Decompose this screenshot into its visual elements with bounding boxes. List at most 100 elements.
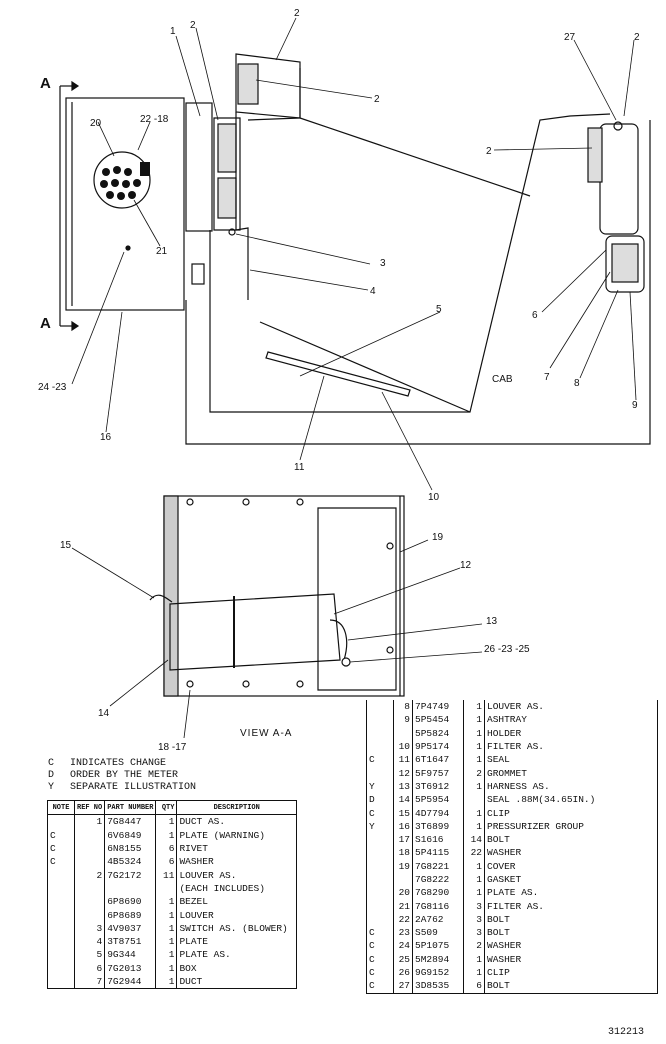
cell-part: 4B5324 xyxy=(104,855,157,869)
cell-part: 7G2944 xyxy=(104,974,157,990)
callout-22-18: 22 -18 xyxy=(140,114,169,125)
cell-part: 4V9037 xyxy=(104,921,157,935)
cell-desc: WASHER xyxy=(176,855,297,869)
header-qty: QTY xyxy=(155,799,178,816)
cell-note xyxy=(47,908,75,922)
cell-qty: 1 xyxy=(155,921,178,935)
callout-4: 4 xyxy=(370,286,376,297)
cell-part: 9P5174 xyxy=(412,739,464,754)
cell-note xyxy=(47,814,75,829)
cell-desc: FILTER AS. xyxy=(484,739,658,754)
header-description: DESCRIPTION xyxy=(176,799,297,816)
cell-desc: CLIP xyxy=(484,806,658,820)
cell-desc: BEZEL xyxy=(176,895,297,909)
cell-ref: 19 xyxy=(393,859,413,873)
cell-note: C xyxy=(47,828,75,842)
view-caption: VIEW A-A xyxy=(240,728,292,739)
view-aa-housing xyxy=(163,495,405,697)
cell-desc: BOLT xyxy=(484,979,658,994)
callout-18-17: 18 -17 xyxy=(158,742,187,753)
cell-desc: LOUVER xyxy=(176,908,297,922)
cell-desc: ASHTRAY xyxy=(484,713,658,727)
cell-part: 6P8689 xyxy=(104,908,157,922)
cell-part: 3T6899 xyxy=(412,819,464,833)
cell-desc: RIVET xyxy=(176,841,297,856)
cell-part: 5F9757 xyxy=(412,766,464,780)
cell-desc: FILTER AS. xyxy=(484,899,658,913)
cell-qty: 1 xyxy=(155,814,178,829)
cell-desc: PLATE AS. xyxy=(484,886,658,900)
cell-part: 6T1647 xyxy=(412,753,464,767)
callout-27: 27 xyxy=(564,32,576,43)
callout-15: 15 xyxy=(60,540,72,551)
cell-part: 9G9152 xyxy=(412,965,464,980)
cell-qty: 1 xyxy=(155,934,178,949)
cell-ref: 26 xyxy=(393,965,413,980)
callout-8: 8 xyxy=(574,378,580,389)
cell-part: 7G2172 xyxy=(104,868,157,882)
cell-note xyxy=(47,961,75,975)
cell-ref: 2 xyxy=(73,868,106,882)
cell-part: 9G344 xyxy=(104,948,157,962)
cell-qty: 1 xyxy=(463,739,485,754)
cell-part: 6N8155 xyxy=(104,841,157,856)
cell-qty: 1 xyxy=(463,726,485,740)
callout-11: 11 xyxy=(294,462,305,473)
cell-ref xyxy=(73,895,106,909)
cell-part: 2A762 xyxy=(412,912,464,927)
section-marker-bottom: A xyxy=(40,315,51,332)
cell-qty: 1 xyxy=(463,779,485,794)
cell-qty: 6 xyxy=(155,841,178,856)
cell-qty: 11 xyxy=(155,868,178,882)
cell-desc: WASHER xyxy=(484,939,658,953)
cell-desc: WASHER xyxy=(484,952,658,966)
cell-ref: 4 xyxy=(73,934,106,949)
cell-part: 5P5954 xyxy=(412,793,464,807)
cell-qty: 1 xyxy=(155,908,178,922)
cell-part: 4D7794 xyxy=(412,806,464,820)
cell-part: 5M2894 xyxy=(412,952,464,966)
cell-note xyxy=(366,899,394,913)
cell-part: 7G8222 xyxy=(412,872,464,887)
cell-desc: (EACH INCLUDES) xyxy=(176,881,297,896)
cell-qty: 3 xyxy=(463,926,485,940)
callout-14: 14 xyxy=(98,708,110,719)
cell-qty: 22 xyxy=(463,846,485,860)
cell-ref: 24 xyxy=(393,939,413,953)
cell-note: C xyxy=(366,952,394,966)
callout-13: 13 xyxy=(486,616,498,627)
cell-ref: 20 xyxy=(393,886,413,900)
cell-desc: GROMMET xyxy=(484,766,658,780)
cell-ref: 11 xyxy=(393,753,413,767)
cell-desc: SEAL xyxy=(484,753,658,767)
cell-qty: 1 xyxy=(463,753,485,767)
cell-ref: 18 xyxy=(393,846,413,860)
cell-note xyxy=(47,921,75,935)
cell-desc: LOUVER AS. xyxy=(484,700,658,714)
cell-note xyxy=(47,881,75,896)
cell-ref xyxy=(73,881,106,896)
cell-ref: 13 xyxy=(393,779,413,794)
cell-ref: 21 xyxy=(393,899,413,913)
cell-part: 7G8116 xyxy=(412,899,464,913)
cell-qty: 1 xyxy=(463,700,485,714)
header-ref: REF NO xyxy=(73,799,106,816)
